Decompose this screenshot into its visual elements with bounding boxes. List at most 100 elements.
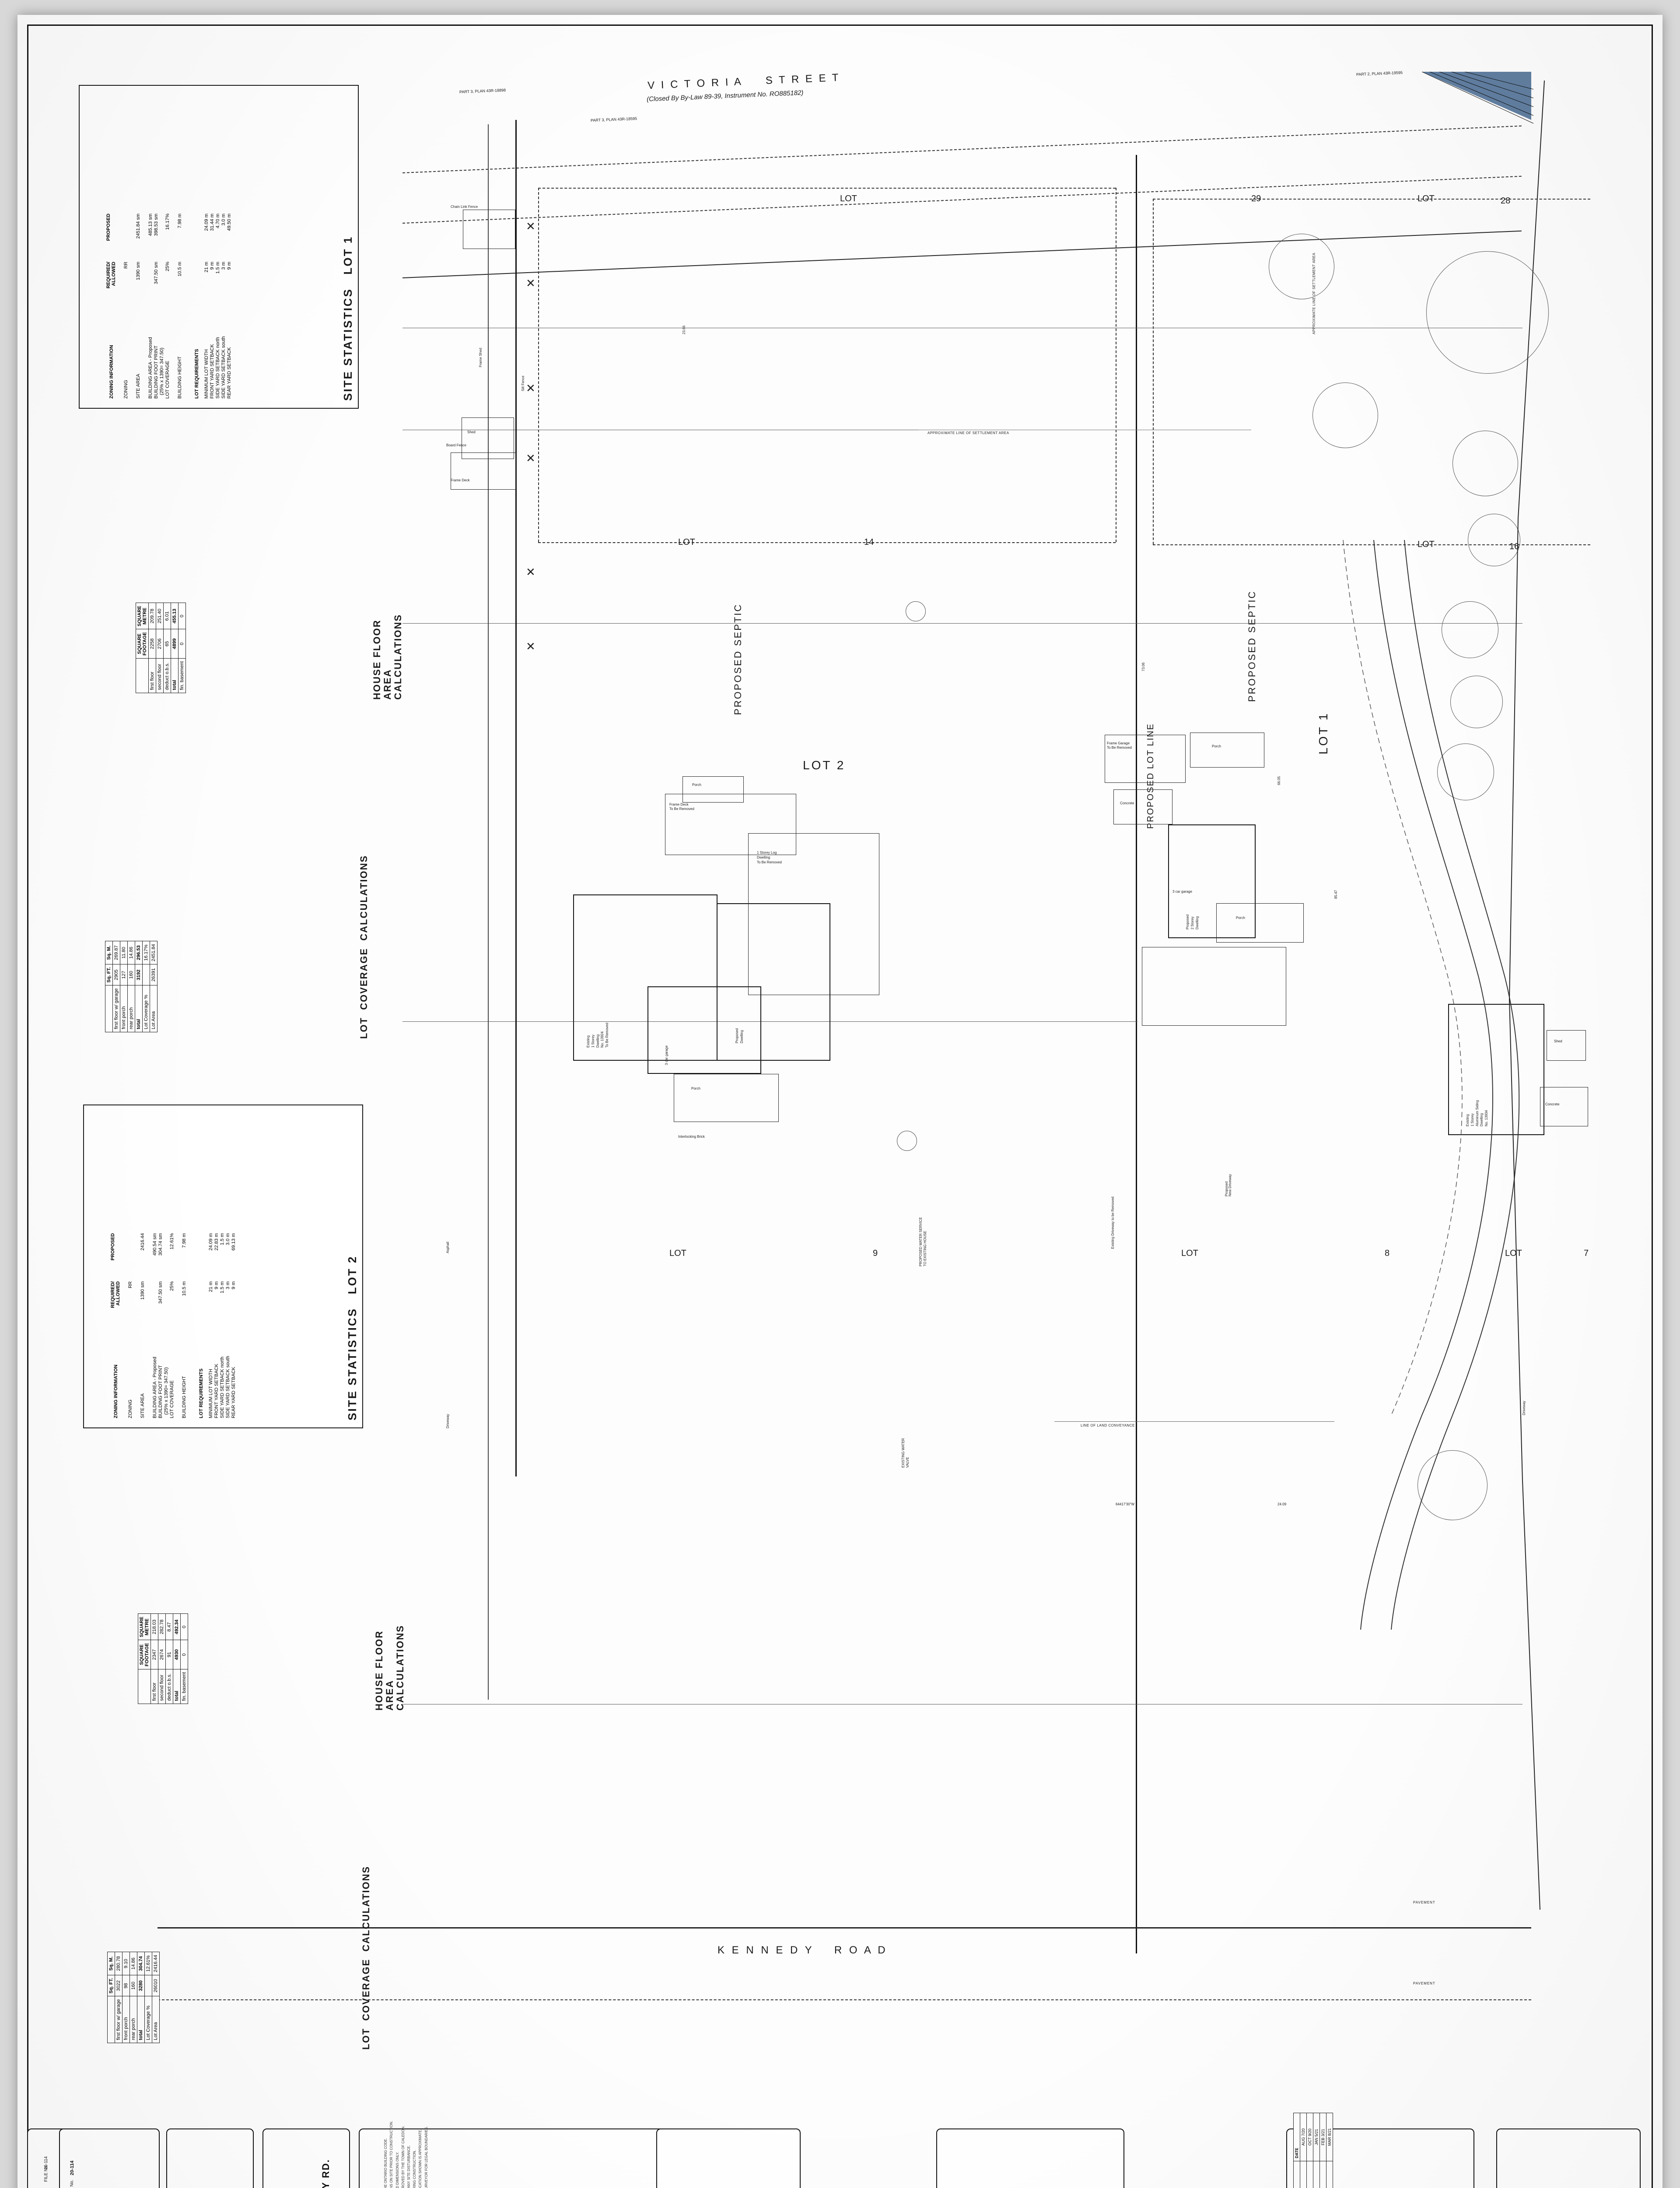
fence-x-4: ✕ — [526, 452, 536, 465]
lot2-req1-label: FRONT YARD SETBACK — [214, 1364, 220, 1418]
lot-label-a: LOT — [840, 194, 857, 203]
hfa2-r1-ft: 2674 — [158, 1640, 166, 1669]
house-floor-area-lot1-title: HOUSE FLOOR AREA CALCULATIONS — [371, 614, 404, 700]
lot-label-c: LOT — [678, 537, 695, 547]
label-porch-ne: Porch — [1212, 744, 1221, 748]
rev-r4-desc: LOT LINES REVISED — [1326, 2161, 1333, 2188]
hfa1-r0-m: 209.78 — [148, 603, 156, 629]
annotation-chain-link-fence: Chain Link Fence — [451, 205, 478, 209]
street-label-kennedy: K E N N E D Y R O A D — [718, 1944, 888, 1956]
revisions-cell: No. REVISION DATE 1 ISSUED FOR C.O.A. AU… — [1286, 2113, 1474, 2188]
revisions-table: No. REVISION DATE 1 ISSUED FOR C.O.A. AU… — [1293, 2113, 1333, 2188]
lot2-row2-req — [152, 1277, 158, 1315]
lot2-row5-req: 25% — [169, 1281, 175, 1291]
label-line-of-conveyance: LINE OF LAND CONVEYANCE — [1081, 1424, 1135, 1427]
west-property-line — [515, 120, 517, 1476]
lot1-row5-prop: 16.17% — [165, 214, 171, 230]
lot2-req3-req: 3 m — [225, 1281, 231, 1290]
tree-symbol-1 — [1269, 234, 1334, 299]
hfa2-col2: SQUARE METRE — [138, 1613, 151, 1640]
lc2-r4-m: 12.61% — [144, 1952, 152, 1975]
rev-r1-date: OCT 9/20 — [1306, 2113, 1313, 2161]
frame-shed-label: Frame Shed — [479, 347, 483, 367]
lc2-r0-l: first floor w/ garage — [115, 1996, 122, 2043]
lot1-req3-req: 3 m — [221, 262, 227, 270]
rev-r3-desc: SITE PLAN REVISED — [1320, 2161, 1326, 2188]
tree-symbol-3 — [1312, 382, 1378, 448]
lot2-row2-prop: 490.54 sm — [152, 1233, 158, 1256]
lot1-req4-prop: 49.50 m — [227, 214, 232, 231]
lot1-col-required: REQUIRED/ ALLOWED — [106, 262, 117, 289]
lot-line-west — [538, 188, 539, 542]
hfa1-r0-l: first floor — [148, 658, 156, 693]
lot1-req0-req: 21 m — [204, 262, 210, 273]
label-asphalt: Asphalt — [446, 1241, 450, 1253]
proposed-lot-line — [1136, 155, 1137, 1953]
hfa2-r2-l: deduct o.b.s. — [165, 1669, 173, 1704]
3-car-garage-ne — [1142, 947, 1286, 1026]
hfa2-r4-l: fin. basement — [180, 1669, 188, 1704]
dim-1: 23.66 — [682, 325, 686, 334]
hfa1-col1: SQUARE FOOTAGE — [136, 629, 149, 659]
lot2-row5-prop: 12.61% — [169, 1233, 175, 1250]
titleblock-meta-cell: DRAWN BY: RJ CHKD: RJ SCALE: 1:250 DATE:… — [59, 2128, 160, 2188]
frame-deck-to-be-removed — [665, 794, 796, 855]
lot1-req4-req: 9 m — [227, 262, 232, 270]
lot1-req0-prop: 24.09 m — [204, 214, 210, 231]
lot1-req2-prop: 4.70 m — [215, 214, 221, 228]
lot1-req0-label: MINIMUM LOT WIDTH — [204, 349, 210, 399]
proposed-dwelling-lot2 — [717, 903, 830, 1061]
lot1-row2-req — [148, 257, 153, 296]
lc1-r1-ft: 127 — [120, 964, 128, 985]
lot2-req1-req: 9 m — [214, 1281, 220, 1290]
lc2-r3-ft: 3280 — [137, 1975, 145, 1996]
lot-line-mid-b — [1153, 199, 1154, 544]
label-frame-garage: Frame Garage To Be Removed — [1107, 741, 1132, 750]
lot-line-south-a — [538, 542, 1116, 543]
lc2-r4-ft — [144, 1975, 152, 1996]
label-3-car-garage-lot2: 3 car garage — [665, 1045, 668, 1065]
lot1-row3-req: 347.50 sm — [154, 262, 159, 284]
lot1-row6-req: 10.5 m — [177, 262, 183, 277]
tree-symbol-8 — [1437, 743, 1494, 800]
lot2-row4-req — [164, 1277, 169, 1315]
hfa1-r1-ft: 2706 — [156, 629, 164, 659]
lot2-req4-prop: 69.13 m — [231, 1233, 237, 1251]
hfa1-col0 — [136, 658, 149, 693]
lot2-row6-prop: 7.98 m — [182, 1233, 187, 1248]
porch-lower — [674, 1074, 779, 1122]
label-pavement-1: PAVEMENT — [1413, 1900, 1435, 1904]
concrete-ne — [1113, 789, 1172, 824]
lot-coverage-lot2-title: LOT COVERAGE CALCULATIONS — [360, 1865, 371, 2050]
lot2-req4-label: REAR YARD SETBACK — [231, 1367, 237, 1418]
hfa1-r3-l: total — [171, 658, 178, 693]
lc1-r5-m: 2451.84 — [150, 941, 158, 964]
hfa1-r0-ft: 2258 — [148, 629, 156, 659]
lot2-row0-req: RR — [128, 1281, 133, 1288]
proposed-septic-left: PROPOSED SEPTIC — [732, 603, 743, 715]
fence-x-2: ✕ — [526, 277, 536, 290]
driveway-curves — [1343, 540, 1520, 1630]
victoria-street-centerline — [402, 175, 1522, 224]
site-statistics-lot1-list: ZONING INFORMATION REQUIRED/ ALLOWED PRO… — [106, 214, 232, 399]
hfa2-r3-l: total — [173, 1669, 181, 1704]
hfa2-r0-m: 218.03 — [150, 1613, 158, 1640]
lot-line-north-b — [1153, 199, 1590, 200]
legal-description-cell: Parts of LOTS 9, 14 & 15 and Part of VIC… — [936, 2128, 1124, 2188]
label-frame-deck-removed: Frame Deck To Be Removed — [669, 803, 694, 811]
lc2-col2: Sq. M. — [107, 1952, 115, 1975]
lot2-row6-label: BUILDING HEIGHT — [182, 1376, 187, 1418]
kennedy-road-centerline — [158, 1999, 1531, 2000]
lc2-r2-m: 14.86 — [130, 1952, 137, 1975]
lot1-row0-prop — [123, 214, 129, 257]
lot1-zoning-section: ZONING INFORMATION — [109, 345, 114, 399]
rev-r1-desc: ISSUED FOR S.P.A. — [1306, 2161, 1313, 2188]
lot2-req3-prop: 3.0 m — [225, 1233, 231, 1245]
lot1-req1-prop: 31.44 m — [210, 214, 215, 231]
lot1-row3-label: BUILDING FOOT PRINT — [154, 345, 159, 399]
lot2-row0-label: ZONING — [128, 1399, 133, 1418]
lot-line-north — [538, 188, 1116, 189]
lc1-r5-ft: 26391 — [150, 964, 158, 985]
tree-symbol-7 — [1450, 676, 1503, 728]
lc2-r1-l: front porch — [122, 1996, 130, 2043]
